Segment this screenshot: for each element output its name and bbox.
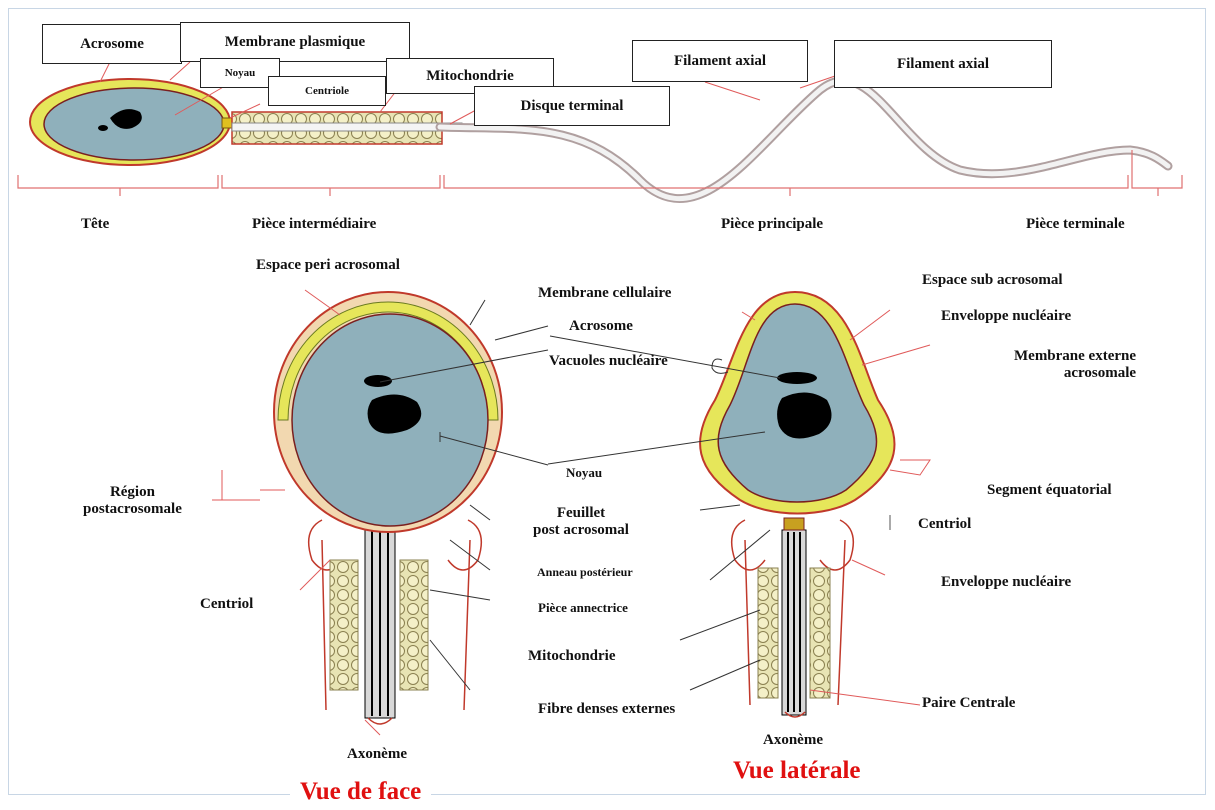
label-feuillet-line1: Feuillet xyxy=(533,505,629,522)
box-centriole: Centriole xyxy=(268,76,386,106)
box-membrane-plasmique: Membrane plasmique xyxy=(180,22,410,62)
label-acrosome-mid: Acrosome xyxy=(569,318,633,335)
label-noyau-mid: Noyau xyxy=(566,464,602,481)
label-tete: Tête xyxy=(81,216,109,233)
label-vacuoles-nucleaire: Vacuoles nucléaire xyxy=(549,353,668,370)
label-segment-equatorial: Segment équatorial xyxy=(987,482,1112,499)
label-feuillet-post-acrosomal: Feuillet post acrosomal xyxy=(533,505,629,539)
label-region-postacrosomale: Région postacrosomale xyxy=(83,484,182,518)
label-piece-intermediaire: Pièce intermédiaire xyxy=(252,216,376,233)
box-filament-axial-2: Filament axial xyxy=(834,40,1052,88)
label-axoneme-front: Axonème xyxy=(347,746,407,763)
label-mitochondrie-mid: Mitochondrie xyxy=(528,648,616,665)
label-membrane-externe-line2: acrosomale xyxy=(1014,365,1136,382)
label-centriol-side: Centriol xyxy=(918,516,971,533)
label-membrane-cellulaire: Membrane cellulaire xyxy=(538,285,671,302)
label-centriol-front: Centriol xyxy=(200,596,253,613)
label-membrane-externe-acrosomale: Membrane externe acrosomale xyxy=(1014,348,1136,382)
label-piece-annectrice: Pièce annectrice xyxy=(538,599,628,616)
label-membrane-externe-line1: Membrane externe xyxy=(1014,348,1136,365)
box-acrosome: Acrosome xyxy=(42,24,182,64)
box-filament-axial-1: Filament axial xyxy=(632,40,808,82)
front-view-illustration xyxy=(274,292,502,724)
label-axoneme-side: Axonème xyxy=(763,732,823,749)
label-fibre-denses-externes: Fibre denses externes xyxy=(538,701,675,718)
label-region-line2: postacrosomale xyxy=(83,501,182,518)
label-anneau-posterieur: Anneau postérieur xyxy=(537,564,633,581)
label-espace-sub-acrosomal: Espace sub acrosomal xyxy=(922,272,1063,289)
title-vue-de-face: Vue de face xyxy=(290,778,431,806)
label-enveloppe-nucleaire-1: Enveloppe nucléaire xyxy=(941,308,1071,325)
title-vue-laterale: Vue latérale xyxy=(723,757,871,785)
label-piece-principale: Pièce principale xyxy=(721,216,823,233)
box-disque-terminal: Disque terminal xyxy=(474,86,670,126)
side-view-illustration xyxy=(700,292,894,717)
label-feuillet-line2: post acrosomal xyxy=(533,522,629,539)
label-paire-centrale: Paire Centrale xyxy=(922,695,1015,712)
label-espace-peri-acrosomal: Espace peri acrosomal xyxy=(256,257,400,274)
label-enveloppe-nucleaire-2: Enveloppe nucléaire xyxy=(941,574,1071,591)
label-piece-terminale: Pièce terminale xyxy=(1026,216,1125,233)
label-region-line1: Région xyxy=(83,484,182,501)
